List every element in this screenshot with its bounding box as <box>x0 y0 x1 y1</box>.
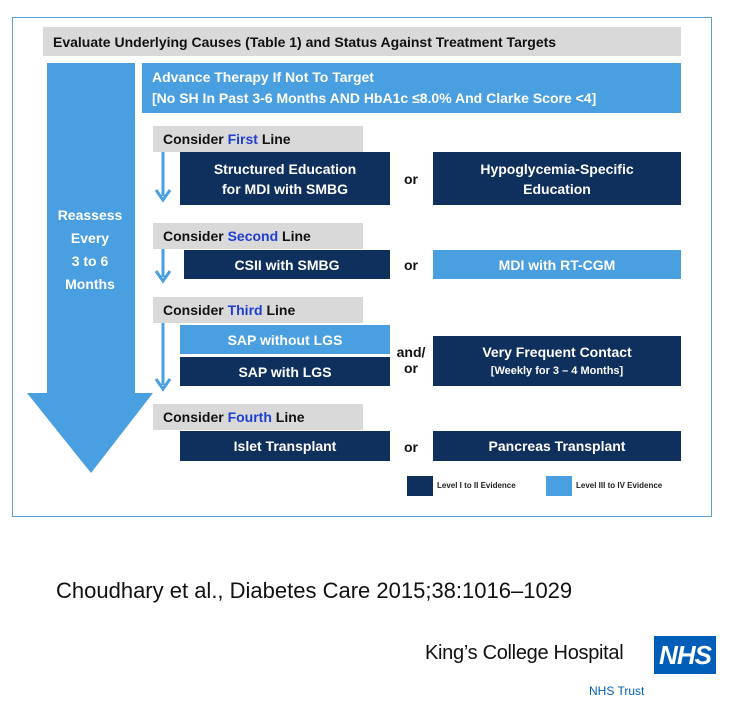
fourth-line-connector: or <box>404 439 418 455</box>
legend-light-label: Level III to IV Evidence <box>576 481 663 490</box>
legend-light-swatch <box>546 476 572 496</box>
hypoglycemia-education-box: Hypoglycemia-Specific Education <box>433 152 681 205</box>
second-line-arrow-icon <box>154 249 172 284</box>
second-line-suffix: Line <box>282 228 311 244</box>
evaluate-header-text: Evaluate Underlying Causes (Table 1) and… <box>53 33 557 50</box>
structured-education-line-2: for MDI with SMBG <box>222 180 348 197</box>
legend-dark-swatch <box>407 476 433 496</box>
csii-smbg-box: CSII with SMBG <box>184 250 390 279</box>
fourth-line-label: Consider Fourth Line <box>153 404 363 430</box>
hypoglycemia-education-line-2: Education <box>523 180 591 197</box>
third-line-prefix: Consider <box>163 302 224 318</box>
reassess-line-3: 3 to 6 <box>71 253 109 269</box>
reassess-arrow-shape <box>27 63 153 473</box>
frequent-contact-box: Very Frequent Contact [Weekly for 3 – 4 … <box>433 336 681 386</box>
advance-therapy-title: Advance Therapy If Not To Target <box>152 69 374 85</box>
algorithm-panel: Evaluate Underlying Causes (Table 1) and… <box>12 17 712 517</box>
mdi-rtcgm-box: MDI with RT-CGM <box>433 250 681 279</box>
third-line-label: Consider Third Line <box>153 297 363 323</box>
fourth-line-suffix: Line <box>275 409 305 425</box>
sap-with-lgs-box: SAP with LGS <box>180 357 390 386</box>
nhs-logo-badge: NHS <box>654 636 716 674</box>
advance-therapy-box: Advance Therapy If Not To Target [No SH … <box>142 63 681 113</box>
fourth-line-prefix: Consider <box>163 409 224 425</box>
first-line-arrow-icon <box>154 152 172 203</box>
fourth-line-ordinal: Fourth <box>227 409 272 425</box>
third-line-arrow-icon <box>154 323 172 392</box>
third-line-connector-line-2: or <box>404 360 418 376</box>
hospital-name: King’s College Hospital <box>425 642 624 664</box>
first-line-label: Consider First Line <box>153 126 363 152</box>
first-line-connector: or <box>404 171 418 187</box>
nhs-trust-label: NHS Trust <box>589 684 645 698</box>
third-line-connector-line-1: and/ <box>396 344 426 360</box>
second-line-connector: or <box>404 257 418 273</box>
second-line-prefix: Consider <box>163 228 224 244</box>
hypoglycemia-education-line-1: Hypoglycemia-Specific <box>480 160 634 177</box>
structured-education-line-1: Structured Education <box>213 160 357 177</box>
first-line-prefix: Consider <box>163 131 224 147</box>
pancreas-transplant-box: Pancreas Transplant <box>433 431 681 461</box>
structured-education-box: Structured Education for MDI with SMBG <box>180 152 390 205</box>
legend-dark-label: Level I to II Evidence <box>437 481 516 490</box>
frequent-contact-line-2: [Weekly for 3 – 4 Months] <box>490 365 624 377</box>
first-line-suffix: Line <box>261 131 291 147</box>
sap-without-lgs-box: SAP without LGS <box>180 325 390 354</box>
advance-therapy-criteria: [No SH In Past 3-6 Months AND HbA1c ≤8.0… <box>152 90 597 106</box>
second-line-label: Consider Second Line <box>153 223 363 249</box>
islet-transplant-box: Islet Transplant <box>180 431 390 461</box>
reassess-line-1: Reassess <box>57 207 123 223</box>
evaluate-header: Evaluate Underlying Causes (Table 1) and… <box>43 27 681 56</box>
first-line-ordinal: First <box>227 131 258 147</box>
reassess-arrow <box>27 63 153 473</box>
reassess-line-2: Every <box>70 230 110 246</box>
third-line-suffix: Line <box>266 302 296 318</box>
third-line-connector: and/ or <box>389 344 433 376</box>
frequent-contact-line-1: Very Frequent Contact <box>482 344 632 360</box>
reassess-label: Reassess Every 3 to 6 Months <box>47 204 133 296</box>
reassess-line-4: Months <box>65 276 115 292</box>
third-line-ordinal: Third <box>227 302 263 318</box>
second-line-ordinal: Second <box>227 228 279 244</box>
citation: Choudhary et al., Diabetes Care 2015;38:… <box>56 578 573 603</box>
